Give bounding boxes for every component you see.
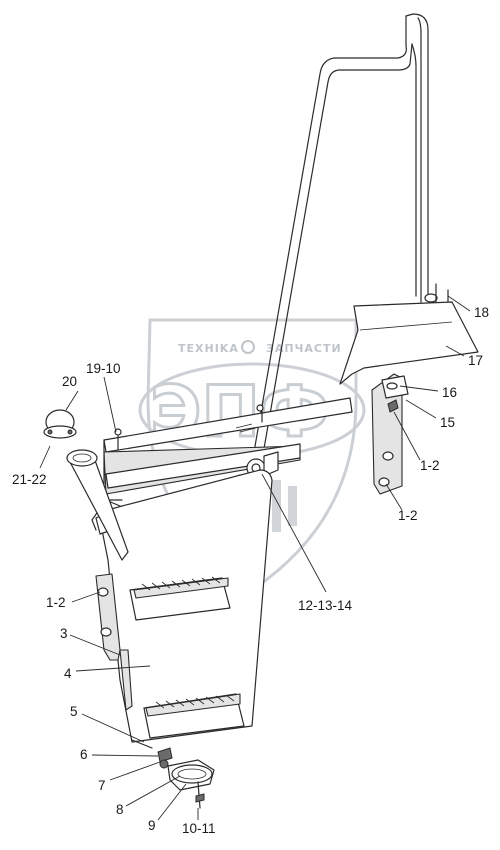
clamp-assembly — [131, 739, 215, 809]
label-5: 5 — [70, 704, 78, 719]
label-4: 4 — [64, 666, 72, 681]
label-19-10: 19-10 — [86, 361, 121, 376]
bolt-part-6 — [157, 747, 173, 763]
callout-labels: 20 21-22 19-10 18 17 16 15 1-2 1-2 12-13… — [12, 305, 489, 836]
tube-assembly — [43, 409, 129, 561]
label-9: 9 — [148, 818, 156, 833]
clamp-ring — [171, 764, 213, 784]
leader-lines — [39, 295, 471, 821]
label-10-11: 10-11 — [182, 821, 216, 836]
upper-step — [129, 576, 231, 621]
handrail-mount-left — [424, 293, 438, 303]
label-1-2-right-upper: 1-2 — [420, 458, 440, 473]
label-15: 15 — [440, 415, 455, 430]
upper-bracket-plate — [339, 301, 479, 385]
label-8: 8 — [116, 802, 124, 817]
watermark-brand-right: ЗАПЧАСТИ — [266, 342, 342, 355]
left-vertical-bracket — [95, 573, 133, 711]
watermark-brand-left: TEXHIKA — [178, 342, 239, 355]
watermark-gear-icon — [241, 340, 255, 354]
lower-step — [143, 693, 245, 739]
label-7: 7 — [98, 778, 106, 793]
upper-frame — [103, 397, 353, 501]
label-1-2-right-lower: 1-2 — [398, 508, 418, 523]
label-12-13-14: 12-13-14 — [298, 598, 353, 613]
label-6: 6 — [80, 747, 88, 762]
label-3: 3 — [60, 626, 68, 641]
hinge-bracket — [371, 373, 409, 495]
label-20: 20 — [62, 374, 77, 389]
label-17: 17 — [468, 353, 483, 368]
label-18: 18 — [474, 305, 489, 320]
label-21-22: 21-22 — [12, 472, 47, 487]
label-16: 16 — [442, 385, 457, 400]
label-1-2-left: 1-2 — [46, 595, 66, 610]
